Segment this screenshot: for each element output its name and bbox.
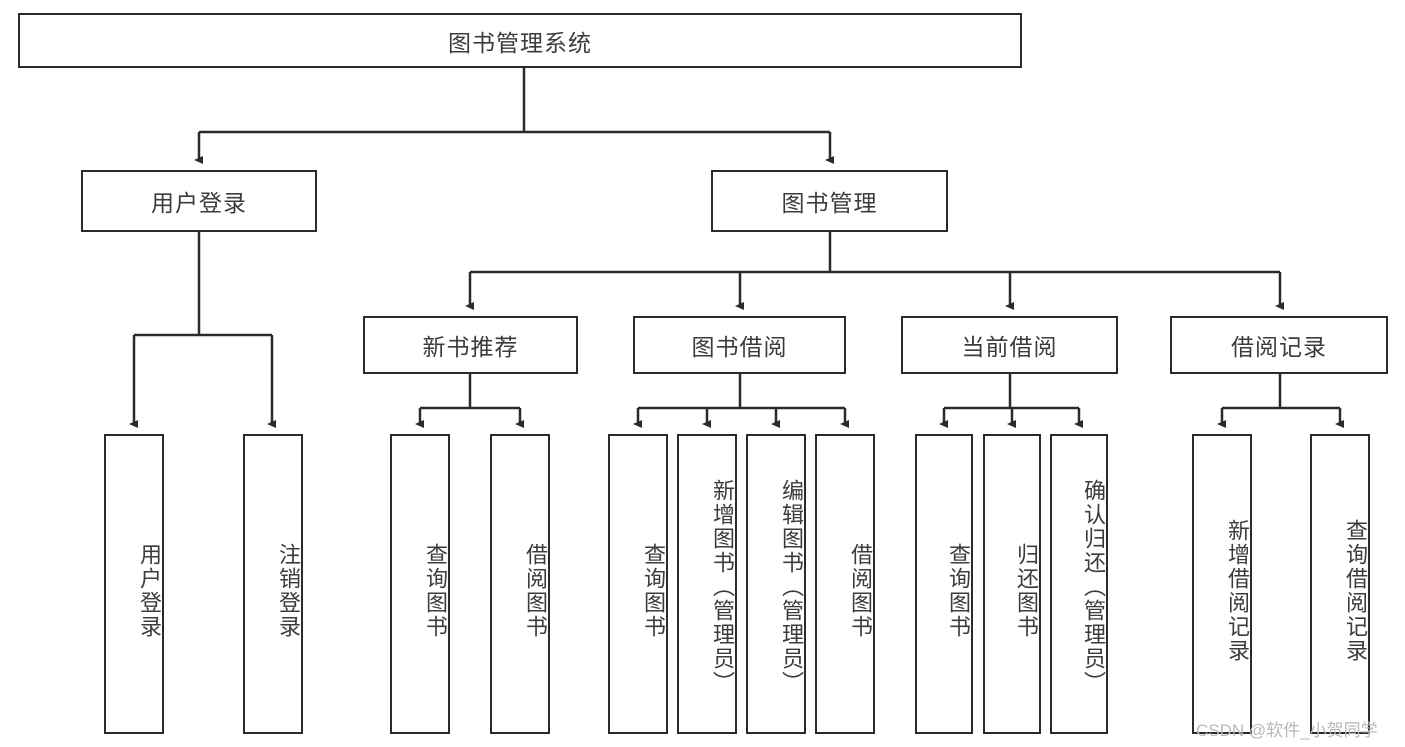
leaf-book-borrow-query-book[interactable]: 查询图书 [608,434,668,734]
node-book-borrow[interactable]: 图书借阅 [633,316,846,374]
leaf-label: 查询图书 [423,543,448,639]
leaf-borrow-records-query-record[interactable]: 查询借阅记录 [1310,434,1370,734]
leaf-new-book-borrow-book[interactable]: 借阅图书 [490,434,550,734]
node-book-borrow-label: 图书借阅 [691,334,788,360]
leaf-borrow-records-add-record[interactable]: 新增借阅记录 [1192,434,1252,734]
node-new-book-recommend[interactable]: 新书推荐 [363,316,578,374]
leaf-label: 确认归还（管理员） [1081,479,1106,695]
leaf-label: 查询借阅记录 [1343,519,1368,663]
leaf-book-borrow-borrow-book[interactable]: 借阅图书 [815,434,875,734]
leaf-label: 查询图书 [641,543,666,639]
leaf-label: 新增图书（管理员） [710,479,735,695]
csdn-watermark: CSDN @软件_小贺同学 [1196,721,1378,740]
leaf-label: 注销登录 [276,543,301,639]
node-book-management[interactable]: 图书管理 [711,170,948,232]
leaf-user-login-logout[interactable]: 注销登录 [243,434,303,734]
leaf-label: 归还图书 [1014,543,1039,639]
leaf-user-login-do-login[interactable]: 用户登录 [104,434,164,734]
node-current-borrow-label: 当前借阅 [961,334,1058,360]
leaf-current-borrow-return-book[interactable]: 归还图书 [983,434,1041,734]
node-borrow-records-label: 借阅记录 [1231,334,1327,360]
leaf-label: 新增借阅记录 [1225,519,1250,663]
node-borrow-records[interactable]: 借阅记录 [1170,316,1388,374]
leaf-label: 查询图书 [946,543,971,639]
leaf-label: 借阅图书 [848,543,873,639]
leaf-label: 用户登录 [137,543,162,639]
leaf-label: 借阅图书 [523,543,548,639]
node-user-login-label: 用户登录 [151,190,247,216]
leaf-new-book-query-book[interactable]: 查询图书 [390,434,450,734]
leaf-current-borrow-query-book[interactable]: 查询图书 [915,434,973,734]
node-user-login[interactable]: 用户登录 [81,170,317,232]
node-root[interactable]: 图书管理系统 [18,13,1022,68]
node-book-management-label: 图书管理 [781,190,878,216]
leaf-current-borrow-confirm-return-admin[interactable]: 确认归还（管理员） [1050,434,1108,734]
node-current-borrow[interactable]: 当前借阅 [901,316,1118,374]
node-root-label: 图书管理系统 [448,29,592,56]
node-new-book-recommend-label: 新书推荐 [422,334,519,360]
leaf-label: 编辑图书（管理员） [779,479,804,695]
leaf-book-borrow-add-book-admin[interactable]: 新增图书（管理员） [677,434,737,734]
leaf-book-borrow-edit-book-admin[interactable]: 编辑图书（管理员） [746,434,806,734]
